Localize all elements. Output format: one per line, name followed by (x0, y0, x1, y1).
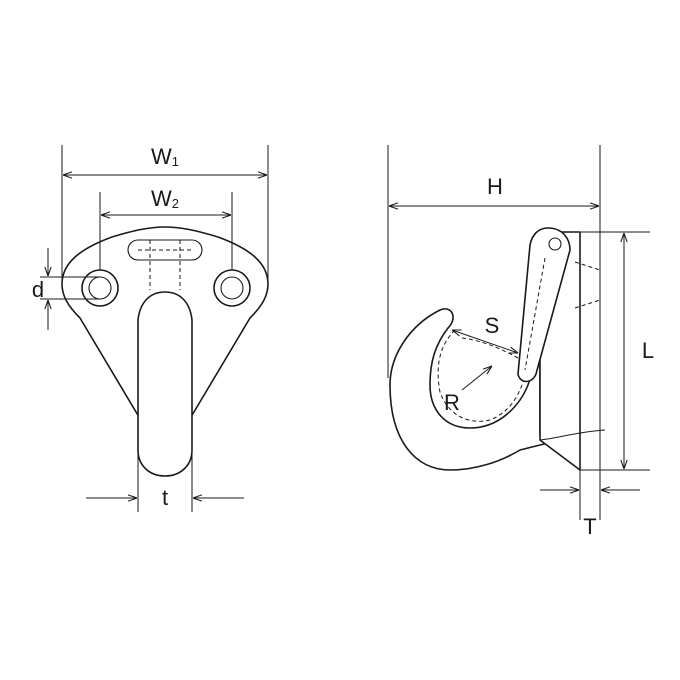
d-label: d (32, 277, 44, 302)
hook-body-front (137, 291, 193, 477)
spring-latch (517, 227, 571, 383)
latch-pin (548, 237, 562, 251)
screw-hole-right-outer (213, 269, 251, 307)
t-label: t (162, 485, 168, 510)
side-view: H L S R T (387, 145, 654, 539)
r-label: R (444, 390, 460, 415)
top-slot (127, 239, 203, 261)
throat-hidden-curve-2 (461, 337, 519, 359)
hook-tail-line (539, 429, 606, 441)
r-dimension-line (461, 366, 492, 391)
plate-hidden-line (574, 261, 601, 309)
w1-label: W1 (151, 144, 179, 169)
w2-label: W2 (151, 186, 179, 211)
front-view: W1 W2 d t (32, 144, 269, 512)
l-label: L (642, 338, 654, 363)
screw-hole-left-outer (81, 269, 119, 307)
s-dimension-line (452, 330, 518, 353)
t-side-label: T (583, 514, 596, 539)
screw-hole-right-inner (220, 276, 244, 300)
hook-body-side (389, 308, 581, 471)
throat-hidden-curve (437, 329, 526, 422)
h-label: H (487, 174, 503, 199)
latch-hidden-line (524, 257, 546, 371)
s-label: S (485, 313, 500, 338)
